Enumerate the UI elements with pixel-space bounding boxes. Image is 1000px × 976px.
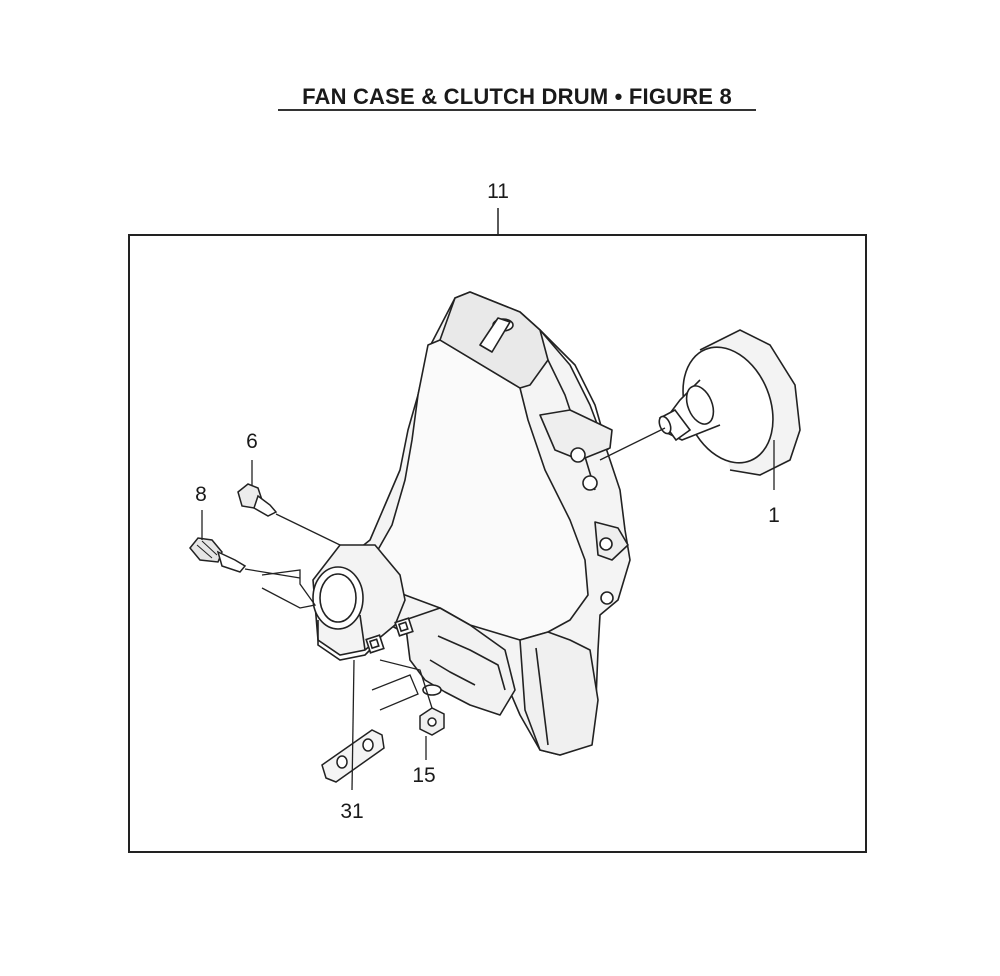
title-underline	[278, 109, 756, 111]
clutch-drum	[658, 329, 801, 476]
figure-title: FAN CASE & CLUTCH DRUM • FIGURE 8	[302, 84, 732, 109]
nut-15	[419, 707, 445, 736]
fan-case	[339, 291, 631, 756]
callout-8-label: 8	[195, 483, 207, 506]
callout-15-label: 15	[412, 764, 435, 787]
callout-11-label: 11	[487, 180, 509, 203]
assembly-lines	[201, 427, 775, 791]
screw-8	[189, 537, 247, 573]
screw-6	[237, 483, 278, 517]
boom-socket	[312, 544, 414, 661]
callout-1-label: 1	[768, 504, 780, 527]
callout-6-label: 6	[246, 430, 258, 453]
callout-31-label: 31	[340, 800, 363, 823]
